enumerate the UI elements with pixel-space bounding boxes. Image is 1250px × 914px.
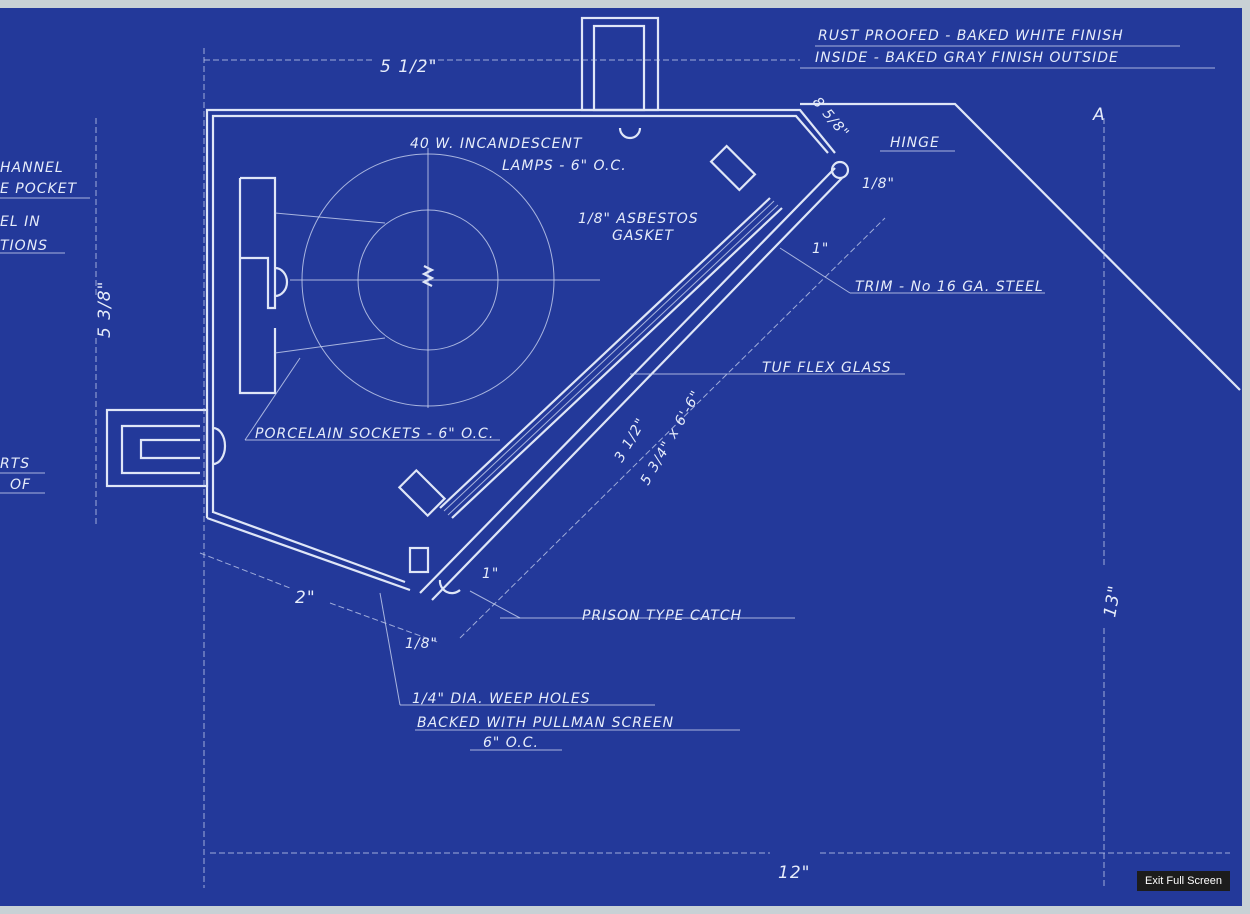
trim-note: TRIM - No 16 GA. STEEL bbox=[855, 279, 1044, 295]
left-note-line4: TIONS bbox=[0, 238, 48, 254]
dim-right-height: 13" bbox=[1100, 583, 1125, 618]
left-note-line3: EL IN bbox=[0, 214, 41, 230]
weep-note-line1: 1/4" DIA. WEEP HOLES bbox=[412, 691, 591, 707]
dim-eighth-1: 1/8" bbox=[405, 636, 438, 652]
dim-glass-size: 5 3/4" x 6'-6" bbox=[638, 388, 705, 488]
finish-note-line2: INSIDE - BAKED GRAY FINISH OUTSIDE bbox=[815, 50, 1119, 66]
glass-note: TUF FLEX GLASS bbox=[762, 360, 892, 376]
dim-trim-2: 1" bbox=[812, 241, 829, 257]
dim-trim-1: 1" bbox=[482, 566, 499, 582]
top-vent bbox=[580, 16, 660, 140]
dimension-lines bbox=[0, 45, 1230, 888]
dim-hinge-offset: 8 5/8" bbox=[809, 94, 852, 141]
dim-bottom-width: 12" bbox=[778, 863, 810, 883]
gasket-note-line1: 1/8" ASBESTOS bbox=[578, 211, 699, 227]
fullscreen-image-viewer: RUST PROOFED - BAKED WHITE FINISH INSIDE… bbox=[0, 8, 1242, 906]
weep-note-line2: BACKED WITH PULLMAN SCREEN bbox=[417, 715, 674, 731]
dim-bottom-diag: 2" bbox=[295, 588, 316, 608]
housing-outline bbox=[205, 102, 1241, 592]
exit-full-screen-button[interactable]: Exit Full Screen bbox=[1137, 871, 1230, 891]
lamps-note-line2: LAMPS - 6" O.C. bbox=[502, 158, 627, 174]
left-note-line6: OF bbox=[10, 477, 31, 493]
dim-eighth-2: 1/8" bbox=[862, 176, 895, 192]
side-box bbox=[105, 408, 227, 488]
socket-bracket bbox=[238, 176, 386, 395]
gasket-note-line2: GASKET bbox=[612, 228, 674, 244]
left-note-line2: E POCKET bbox=[0, 181, 78, 197]
catch-note: PRISON TYPE CATCH bbox=[582, 608, 742, 624]
lamp bbox=[290, 148, 600, 408]
sockets-note: PORCELAIN SOCKETS - 6" O.C. bbox=[255, 426, 494, 442]
weep-note-line3: 6" O.C. bbox=[483, 735, 539, 751]
glass-door bbox=[397, 144, 850, 601]
dim-left-height: 5 3/8" bbox=[95, 281, 115, 338]
finish-note-line1: RUST PROOFED - BAKED WHITE FINISH bbox=[818, 28, 1124, 44]
dim-top-width: 5 1/2" bbox=[380, 57, 437, 77]
lamps-note-line1: 40 W. INCANDESCENT bbox=[410, 136, 583, 152]
section-mark: A bbox=[1092, 105, 1106, 125]
left-note-line5: RTS bbox=[0, 456, 30, 472]
left-note-line1: HANNEL bbox=[0, 160, 64, 176]
hinge-note: HINGE bbox=[890, 135, 940, 151]
blueprint-drawing: RUST PROOFED - BAKED WHITE FINISH INSIDE… bbox=[0, 16, 1241, 888]
dim-glass-length: 3 1/2" bbox=[612, 415, 650, 465]
